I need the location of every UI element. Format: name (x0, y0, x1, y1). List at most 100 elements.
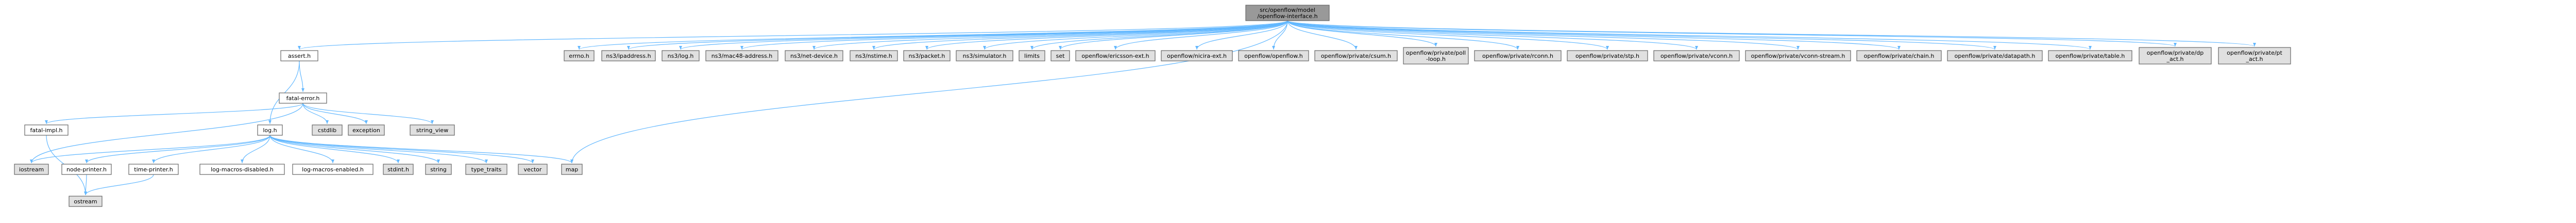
node-ofp-csum-h: openflow/private/csum.h (1314, 50, 1398, 61)
node-log-macros-disabled-h[interactable]: log-macros-disabled.h (199, 164, 285, 175)
node-label: openflow/private/poll (1406, 50, 1466, 56)
node-ofp-table-h: openflow/private/table.h (2048, 50, 2132, 61)
node-ofp-stp-h: openflow/private/stp.h (1567, 50, 1648, 61)
edge-node_printer_h-to-ostream (84, 174, 88, 196)
edge-root-to-ns_mac48_h (740, 20, 1288, 50)
node-label: src/openflow/model (1260, 7, 1315, 13)
node-label: openflow/private/rconn.h (1482, 53, 1553, 59)
edge-fatal_error_h-to-string_view (302, 103, 434, 124)
node-root[interactable]: src/openflow/model/openflow-interface.h (1245, 5, 1330, 21)
node-label: _act.h (2166, 56, 2183, 62)
node-box (561, 164, 583, 175)
node-ns-nstime-h: ns3/nstime.h (850, 50, 898, 61)
node-of-nicira-h: openflow/nicira-ext.h (1161, 50, 1233, 61)
node-fatal-error-h[interactable]: fatal-error.h (279, 92, 327, 104)
node-label: vector (524, 166, 542, 173)
node-box (903, 50, 951, 61)
edge-log_h-to-stdint_h (269, 135, 400, 164)
node-label: map (566, 166, 578, 173)
edge-root-to-of_nicira_h (1195, 20, 1288, 50)
node-log-macros-enabled-h[interactable]: log-macros-enabled.h (292, 164, 374, 175)
node-node-printer-h[interactable]: node-printer.h (61, 164, 112, 175)
node-log-h[interactable]: log.h (257, 124, 283, 136)
edge-root-to-assert_h (298, 20, 1288, 50)
node-of-openflow-h: openflow/openflow.h (1238, 50, 1309, 61)
node-label: assert.h (288, 53, 311, 59)
node-label: log-macros-enabled.h (302, 166, 364, 173)
node-assert-h[interactable]: assert.h (280, 50, 318, 61)
node-label: ns3/ipaddress.h (606, 53, 651, 59)
dependency-edges (30, 20, 2256, 196)
node-cstdlib: cstdlib (312, 124, 343, 136)
node-ofp-vconn-stream-h: openflow/private/vconn-stream.h (1745, 50, 1851, 61)
node-label: ns3/nstime.h (855, 53, 892, 59)
node-box (465, 164, 507, 175)
node-box (1856, 50, 1942, 61)
node-label: /openflow-interface.h (1257, 13, 1317, 20)
node-label: string_view (416, 127, 448, 134)
node-label: exception (352, 127, 380, 134)
node-box (518, 164, 548, 175)
node-label: openflow/private/chain.h (1864, 53, 1935, 59)
node-fatal-impl-h[interactable]: fatal-impl.h (24, 124, 69, 136)
node-ns-netdevice-h: ns3/net-device.h (785, 50, 843, 61)
edge-root-to-map (570, 20, 1288, 164)
edge-log_h-to-log_macros_enabled_h (269, 135, 334, 164)
edge-time_printer_h-to-ostream (84, 174, 154, 196)
node-ns-ipaddress-h: ns3/ipaddress.h (601, 50, 656, 61)
edge-root-to-ofp_stp_h (1287, 20, 1609, 50)
edge-root-to-ns_simulator_h (983, 20, 1288, 50)
node-ofp-rconn-h: openflow/private/rconn.h (1474, 50, 1562, 61)
node-label: -loop.h (1426, 56, 1446, 62)
node-ofp-datapath-h: openflow/private/datapath.h (1947, 50, 2043, 61)
node-map: map (561, 164, 583, 175)
node-box (312, 124, 343, 136)
node-label: fatal-error.h (286, 95, 320, 102)
node-label: ns3/mac48-address.h (711, 53, 773, 59)
node-label: openflow/nicira-ext.h (1167, 53, 1227, 59)
node-box (1474, 50, 1562, 61)
node-box (383, 164, 414, 175)
edge-root-to-ofp_poll_loop_h (1287, 20, 1437, 47)
dependency-nodes: src/openflow/model/openflow-interface.h a… (14, 5, 2291, 207)
node-time-printer-h[interactable]: time-printer.h (128, 164, 179, 175)
node-label: ostream (74, 198, 97, 205)
node-label: time-printer.h (134, 166, 173, 173)
node-label: openflow/private/datapath.h (1955, 53, 2036, 59)
node-label: openflow/private/stp.h (1575, 53, 1639, 59)
edge-root-to-ofp_vconn_stream_h (1287, 20, 1800, 50)
edge-root-to-ofp_chain_h (1287, 20, 1901, 50)
node-box (425, 164, 452, 175)
edge-root-to-ns_netdevice_h (812, 20, 1288, 50)
node-box (257, 124, 283, 136)
node-ofp-poll-loop-h: openflow/private/poll-loop.h (1403, 47, 1469, 65)
node-box (850, 50, 898, 61)
node-box (2218, 47, 2291, 65)
node-box (705, 50, 778, 61)
node-box (564, 50, 595, 61)
node-label: ns3/packet.h (909, 53, 945, 59)
node-label: _act.h (2245, 56, 2263, 62)
node-label: errno.h (569, 53, 589, 59)
node-string: string (425, 164, 452, 175)
edge-fatal_error_h-to-iostream (30, 103, 303, 164)
node-box (1653, 50, 1740, 61)
edge-fatal_error_h-to-cstdlib (302, 103, 329, 124)
node-box (1947, 50, 2043, 61)
edge-fatal_error_h-to-fatal_impl_h (45, 103, 303, 124)
node-label: ns3/simulator.h (963, 53, 1007, 59)
node-ns-log-h: ns3/log.h (662, 50, 700, 61)
node-type-traits: type_traits (465, 164, 507, 175)
node-iostream: iostream (14, 164, 49, 175)
node-box (1075, 50, 1156, 61)
node-box (348, 124, 385, 136)
edge-log_h-to-type_traits (269, 135, 488, 164)
node-box (601, 50, 656, 61)
node-label: openflow/ericsson-ext.h (1081, 53, 1149, 59)
node-box (1745, 50, 1851, 61)
edge-root-to-ofp_pt_act_h (1287, 20, 2256, 47)
node-string-view: string_view (410, 124, 455, 136)
edge-root-to-ofp_vconn_h (1287, 20, 1698, 50)
edge-root-to-ofp_csum_h (1287, 20, 1358, 50)
edge-root-to-ns_packet_h (925, 20, 1288, 50)
